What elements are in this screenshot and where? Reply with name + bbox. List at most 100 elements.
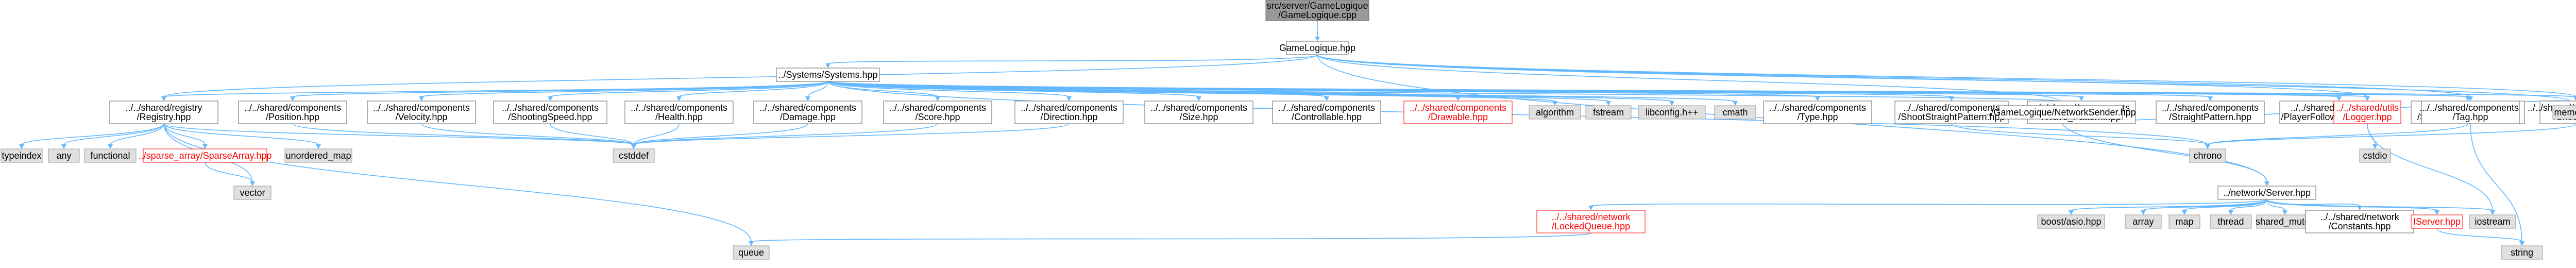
node-health[interactable]: ../../shared/components/Health.hpp <box>624 100 734 124</box>
node-label: fstream <box>1593 107 1624 118</box>
node-iostream[interactable]: iostream <box>2469 214 2516 229</box>
node-label: ../../shared/components <box>2422 103 2519 113</box>
node-functional[interactable]: functional <box>84 148 137 163</box>
node-constants[interactable]: ../../shared/network/Constants.hpp <box>2305 210 2414 233</box>
edge-networkserver-to-lockedqueue <box>1590 199 2267 207</box>
edge-arrowhead <box>419 96 424 101</box>
node-shootingspeed[interactable]: ../../shared/components/ShootingSpeed.hp… <box>493 100 607 124</box>
node-label: /Registry.hpp <box>137 112 191 122</box>
node-any[interactable]: any <box>48 148 80 163</box>
node-registry[interactable]: ../../shared/registry/Registry.hpp <box>109 100 218 124</box>
node-label: /Size.hpp <box>1179 112 1218 122</box>
node-controllable[interactable]: ../../shared/components/Controllable.hpp <box>1272 100 1381 124</box>
node-fstream[interactable]: fstream <box>1585 105 1632 120</box>
node-label: ../../shared/utils <box>2336 103 2399 113</box>
node-sparsearray[interactable]: ../sparse_array/SparseArray.hpp <box>139 148 272 163</box>
node-box <box>2501 245 2543 260</box>
node-algorithm[interactable]: algorithm <box>1529 105 1581 120</box>
node-size[interactable]: ../../shared/components/Size.hpp <box>1144 100 1253 124</box>
edge-shootplayer-to-chrono <box>2207 123 2468 145</box>
node-velocity[interactable]: ../../shared/components/Velocity.hpp <box>367 100 476 124</box>
node-cstdio[interactable]: cstdio <box>2359 148 2391 163</box>
node-type[interactable]: ../../shared/components/Type.hpp <box>1763 100 1872 124</box>
node-thread[interactable]: thread <box>2210 214 2252 229</box>
node-libconfig[interactable]: libconfig.h++ <box>1638 105 1706 120</box>
node-label: ../../shared/registry <box>125 103 202 113</box>
node-box <box>624 100 734 124</box>
node-logger[interactable]: ../../shared/utils/Logger.hpp <box>2333 100 2401 124</box>
edge-damage-to-cstddef <box>633 123 808 145</box>
node-box <box>1014 100 1124 124</box>
node-cmath[interactable]: cmath <box>1714 105 1756 120</box>
edge-arrowhead <box>2490 210 2495 215</box>
node-drawable[interactable]: ../../shared/components/Drawable.hpp <box>1403 100 1513 124</box>
edge-arrowhead <box>2372 144 2378 149</box>
node-label: ../GameLogique/NetworkSender.hpp <box>1986 107 2136 118</box>
node-unordered_map[interactable]: unordered_map <box>284 148 352 163</box>
node-vector[interactable]: vector <box>233 186 272 200</box>
edge-registry-to-cstddef <box>163 123 634 145</box>
edge-arrowhead <box>2141 210 2146 215</box>
node-label: /Drawable.hpp <box>1428 112 1488 122</box>
edge-arrowhead <box>290 96 295 101</box>
node-typeindex[interactable]: typeindex <box>1 148 43 163</box>
edge-arrowhead <box>2282 210 2287 215</box>
node-queue[interactable]: queue <box>733 245 770 260</box>
node-lockedqueue[interactable]: ../../shared/network/LockedQueue.hpp <box>1536 210 1646 233</box>
node-direction[interactable]: ../../shared/components/Direction.hpp <box>1014 100 1124 124</box>
node-root: src/server/GameLogique/GameLogique.cpp <box>1265 0 1369 21</box>
node-straightpattern[interactable]: ../../shared/components/StraightPattern.… <box>2156 100 2265 124</box>
node-gamelogique_hpp[interactable]: GameLogique.hpp <box>1279 41 1355 55</box>
node-networksender[interactable]: ../GameLogique/NetworkSender.hpp <box>1986 105 2136 120</box>
node-cstddef[interactable]: cstddef <box>613 148 655 163</box>
node-label: /Velocity.hpp <box>396 112 448 122</box>
node-label: libconfig.h++ <box>1646 107 1698 118</box>
edge-arrowhead <box>2468 96 2473 101</box>
node-box <box>1998 105 2123 120</box>
edge-arrowhead <box>1588 206 1594 210</box>
node-box <box>2411 214 2463 229</box>
edge-registry-to-any <box>63 123 164 145</box>
edge-direction-to-cstddef <box>633 123 1070 145</box>
node-damage[interactable]: ../../shared/components/Damage.hpp <box>753 100 862 124</box>
node-box <box>84 148 137 163</box>
node-label: ../../shared/components <box>1278 103 1375 113</box>
node-string[interactable]: string <box>2501 245 2543 260</box>
node-box <box>2359 148 2391 163</box>
edge-arrowhead <box>2519 241 2524 246</box>
edge-networkserver-to-iostream <box>2266 199 2493 211</box>
node-networkserver[interactable]: ../network/Server.hpp <box>2217 186 2316 200</box>
node-label: boost/asio.hpp <box>2041 216 2101 227</box>
edge-systems_hpp-to-tag <box>827 81 2471 97</box>
node-iserver[interactable]: IServer.hpp <box>2411 214 2463 229</box>
node-label: ../../shared/components <box>759 103 856 113</box>
node-box <box>493 100 607 124</box>
node-label: ../Systems/Systems.hpp <box>778 70 877 80</box>
node-label: ../../shared/components <box>889 103 986 113</box>
edge-arrowhead <box>61 144 66 149</box>
edge-arrowhead <box>2264 181 2269 186</box>
node-label: ../../shared/network <box>1551 212 1631 222</box>
edge-sparsearray-to-vector <box>205 162 253 182</box>
node-box <box>1272 100 1381 124</box>
node-boostasio[interactable]: boost/asio.hpp <box>2037 214 2105 229</box>
node-layer: src/server/GameLogique/GameLogique.cppGa… <box>1 0 2576 260</box>
node-shootstraight[interactable]: ../../shared/components/ShootStraightPat… <box>1894 100 2009 124</box>
node-label: ../../shared/components <box>1769 103 1866 113</box>
node-label: map <box>2175 216 2193 227</box>
edge-registry-to-sparsearray <box>163 123 206 145</box>
node-label: ../../shared/components <box>1410 103 1506 113</box>
node-chrono[interactable]: chrono <box>2189 148 2226 163</box>
node-score[interactable]: ../../shared/components/Score.hpp <box>883 100 992 124</box>
node-map[interactable]: map <box>2168 214 2200 229</box>
node-label: /Position.hpp <box>266 112 319 122</box>
edge-arrowhead <box>1733 101 1738 106</box>
node-tag[interactable]: ../../shared/components/Tag.hpp <box>2421 100 2520 124</box>
node-systems_hpp[interactable]: ../Systems/Systems.hpp <box>776 68 880 82</box>
node-array[interactable]: array <box>2125 214 2162 229</box>
node-position[interactable]: ../../shared/components/Position.hpp <box>238 100 347 124</box>
node-memory[interactable]: memory <box>2552 105 2576 120</box>
node-box <box>2168 214 2200 229</box>
node-box <box>1286 41 1349 55</box>
